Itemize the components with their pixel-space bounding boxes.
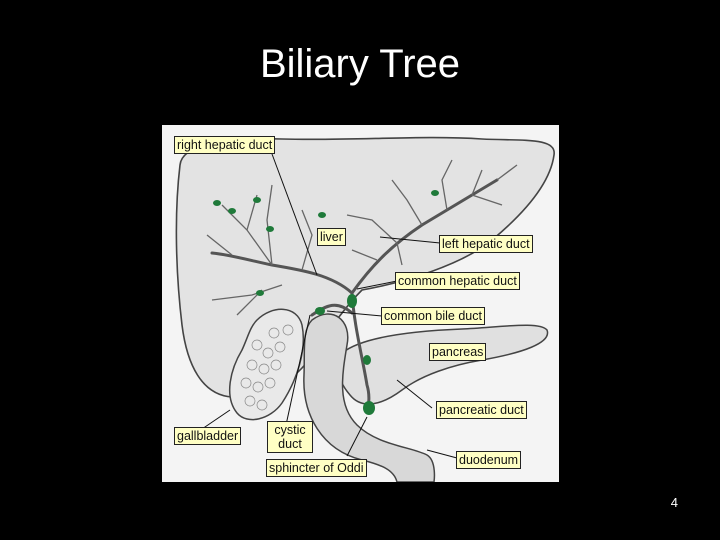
label-duodenum: duodenum (456, 451, 522, 469)
duodenum-shape (303, 313, 436, 482)
label-pancreas: pancreas (429, 343, 487, 361)
label-left-hepatic-duct: left hepatic duct (439, 235, 533, 253)
label-liver: liver (317, 228, 346, 246)
label-cystic-duct-line2: duct (278, 437, 302, 451)
pancreas-shape (337, 324, 549, 405)
slide-title: Biliary Tree (259, 42, 461, 86)
label-common-hepatic-duct: common hepatic duct (395, 272, 520, 290)
label-cystic-duct-line1: cystic (274, 423, 306, 437)
label-cystic-duct: cystic duct (267, 421, 313, 453)
duct-markers (213, 190, 439, 415)
label-gallbladder: gallbladder (174, 427, 242, 445)
page-number: 4 (670, 495, 678, 510)
label-pancreatic-duct: pancreatic duct (436, 401, 527, 419)
biliary-tree-diagram: right hepatic duct liver left hepatic du… (162, 125, 559, 482)
label-sphincter-of-oddi: sphincter of Oddi (266, 459, 367, 477)
anatomy-drawing (175, 136, 555, 482)
label-common-bile-duct: common bile duct (381, 307, 485, 325)
label-right-hepatic-duct: right hepatic duct (174, 136, 276, 154)
